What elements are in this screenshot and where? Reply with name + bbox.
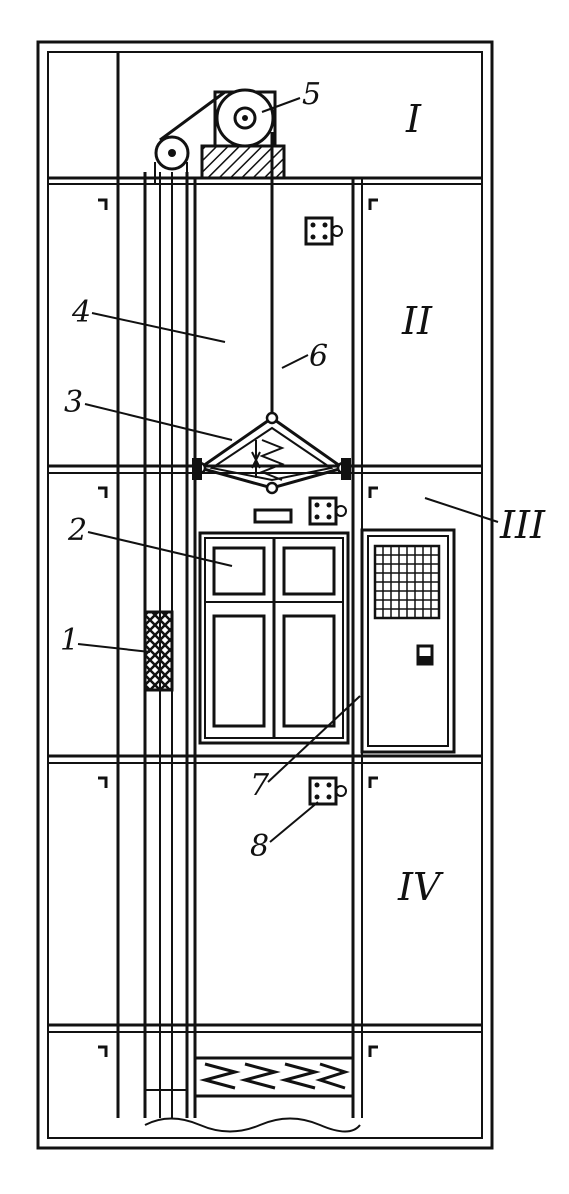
door-lock-floor-3 xyxy=(308,496,347,526)
door-lock-floor-4 xyxy=(308,776,347,806)
floor-label-3: III xyxy=(499,503,546,547)
elevator-car xyxy=(198,531,350,745)
callout-5: 5 xyxy=(302,77,321,112)
car-shaft xyxy=(193,178,363,1118)
floor-label-1: I xyxy=(405,97,422,141)
callout-4: 4 xyxy=(71,295,91,330)
counterweight xyxy=(143,610,174,692)
floor-label-4: IV xyxy=(397,865,444,909)
door-lock-floor-2 xyxy=(304,216,343,246)
callout-7: 7 xyxy=(250,768,270,803)
callout-2: 2 xyxy=(67,513,87,548)
pit-buffer xyxy=(144,1056,361,1133)
building-frame xyxy=(36,40,494,1150)
hoist-machine xyxy=(154,88,286,418)
motor-base xyxy=(200,144,286,180)
floor-corner-marks xyxy=(98,198,378,1057)
leader-lines xyxy=(77,97,499,843)
callout-6: 6 xyxy=(309,339,328,374)
floor-label-2: II xyxy=(401,299,433,343)
callout-8: 8 xyxy=(250,829,269,864)
counterweight-shaft xyxy=(116,52,189,1118)
callout-1: 1 xyxy=(60,623,79,658)
control-panel xyxy=(360,528,456,754)
callout-3: 3 xyxy=(64,385,83,420)
safety-catcher xyxy=(192,411,351,524)
